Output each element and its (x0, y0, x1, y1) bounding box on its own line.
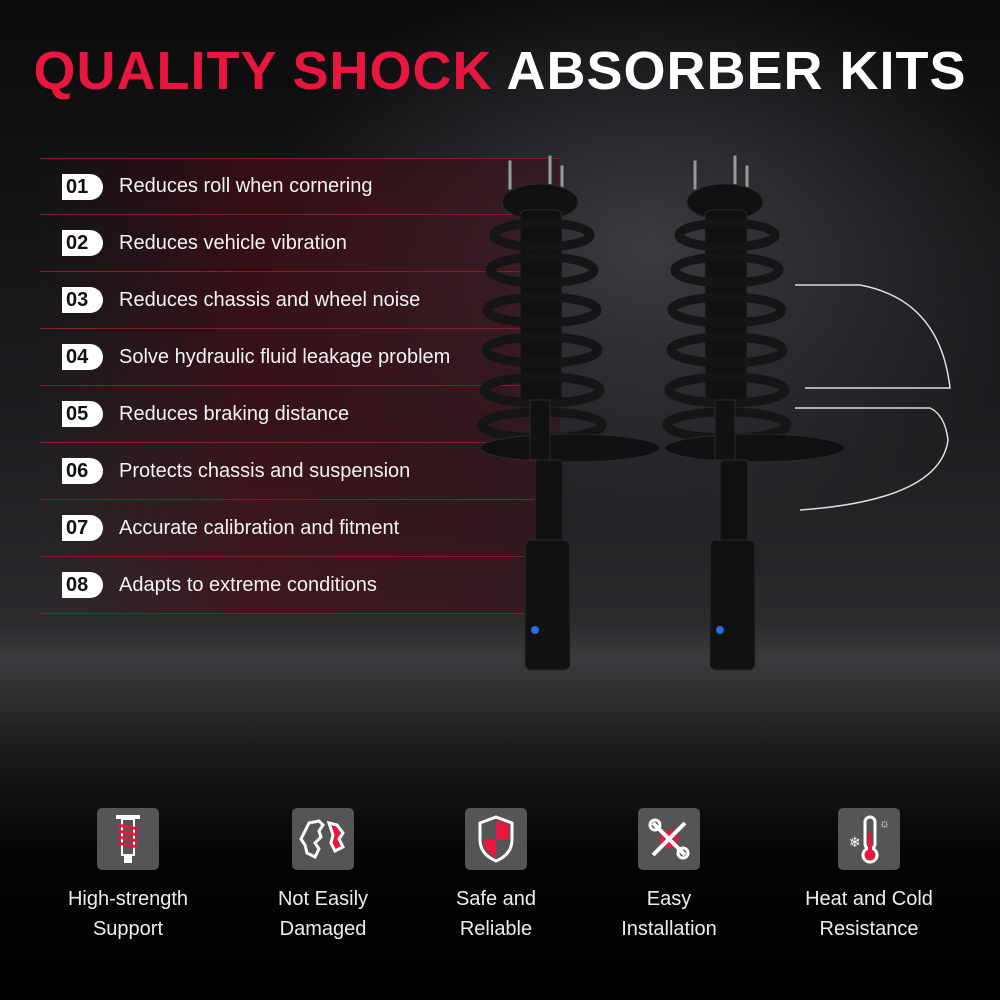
coil-spring-icon (97, 808, 159, 870)
feature-item: 01 Reduces roll when cornering (40, 158, 560, 215)
feature-number-badge: 03 (62, 287, 103, 313)
feature-item: 03 Reduces chassis and wheel noise (40, 272, 560, 329)
thermometer-icon: ❄☼ (838, 808, 900, 870)
feature-item: 05 Reduces braking distance (40, 386, 560, 443)
benefit-label-line2: Damaged (279, 918, 367, 940)
feature-item: 06 Protects chassis and suspension (40, 443, 560, 500)
feature-item: 04 Solve hydraulic fluid leakage problem (40, 329, 560, 386)
benefit-label-line2: Reliable (459, 918, 533, 940)
feature-list: 01 Reduces roll when cornering 02 Reduces v… (40, 158, 560, 614)
feature-text: Accurate calibration and fitment (119, 516, 400, 539)
benefit-label-line1: Heat and Cold (805, 888, 933, 910)
shock-absorber-struts-image (477, 150, 951, 700)
strut (477, 154, 661, 671)
benefit-label-line1: Not Easily (277, 888, 369, 910)
benefit-label-line2: Support (92, 918, 164, 940)
feature-text: Reduces braking distance (119, 402, 350, 425)
svg-text:☼: ☼ (879, 816, 890, 830)
feature-item: 08 Adapts to extreme conditions (40, 557, 560, 614)
broken-gear-icon (292, 808, 354, 870)
feature-number-badge: 04 (62, 344, 103, 370)
feature-number-badge: 05 (62, 401, 103, 427)
feature-text: Reduces roll when cornering (119, 175, 373, 197)
feature-text: Solve hydraulic fluid leakage problem (119, 345, 451, 368)
wrench-icon (638, 808, 700, 870)
benefit-label-line2: Resistance (819, 918, 919, 940)
feature-item: 07 Accurate calibration and fitment (40, 500, 560, 557)
svg-text:❄: ❄ (849, 834, 861, 850)
title-red: QUALITY SHOCK (33, 41, 493, 101)
feature-text: Adapts to extreme conditions (119, 573, 377, 596)
shield-icon (465, 808, 527, 870)
page-title: QUALITY SHOCK ABSORBER KITS (0, 40, 1000, 102)
feature-number-badge: 01 (62, 173, 103, 200)
title-white: ABSORBER KITS (506, 41, 967, 101)
feature-number-badge: 02 (62, 230, 103, 256)
feature-item: 02 Reduces vehicle vibration (40, 215, 560, 272)
feature-number-badge: 08 (62, 572, 103, 598)
feature-text: Reduces vehicle vibration (119, 231, 347, 254)
feature-text: Reduces chassis and wheel noise (119, 288, 421, 311)
feature-number-badge: 07 (62, 515, 103, 541)
benefit-label-line2: Installation (621, 918, 717, 940)
benefit-label-line1: High-strength (67, 888, 189, 910)
feature-text: Protects chassis and suspension (119, 459, 411, 482)
feature-number-badge: 06 (62, 458, 103, 484)
benefit-label-line1: Easy (646, 888, 692, 910)
benefit-label-line1: Safe and (455, 888, 537, 910)
